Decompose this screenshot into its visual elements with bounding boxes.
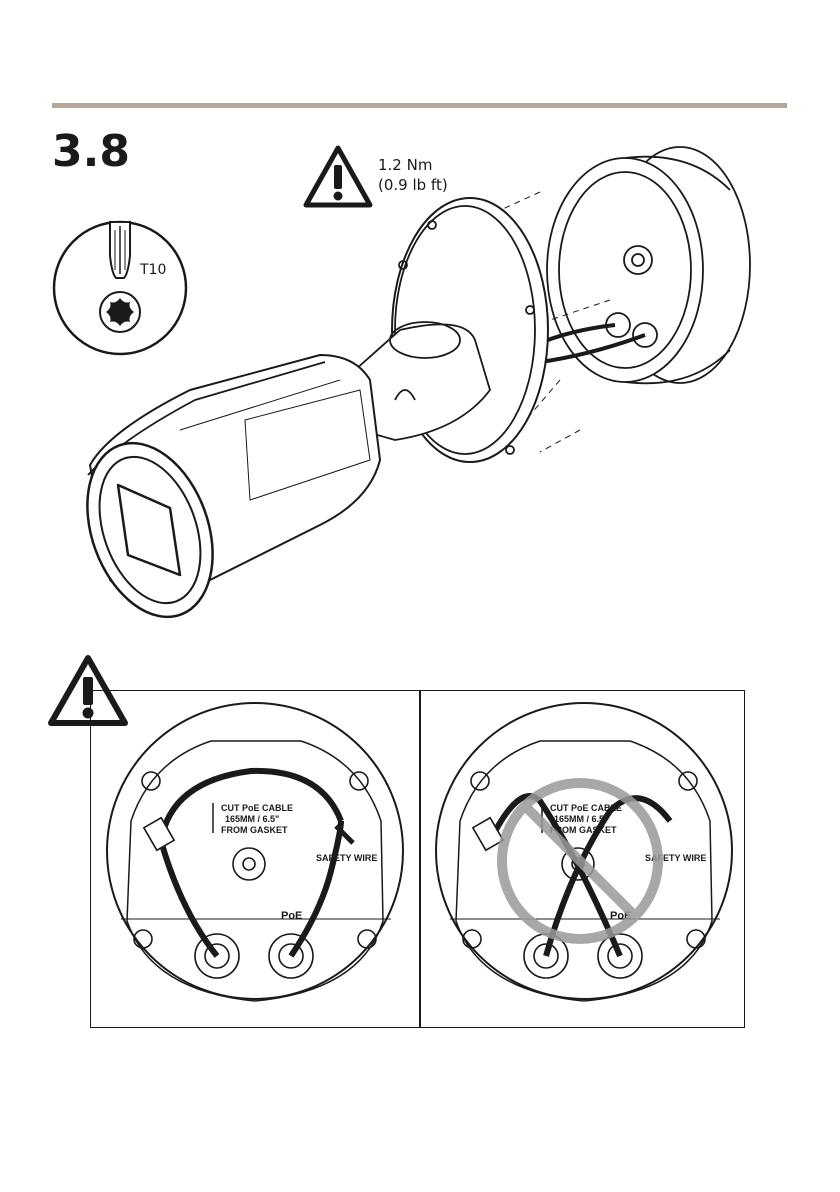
poe-label: PoE [281,910,302,922]
cut-cable-label-2: 165MM / 6.5" [554,814,608,824]
cut-cable-label-1: CUT PoE CABLE [221,803,293,813]
camera-assembly-illustration [70,130,760,630]
panel-incorrect-routing: CUT PoE CABLE 165MM / 6.5" FROM GASKET S… [420,691,747,1026]
panel-correct-routing: CUT PoE CABLE 165MM / 6.5" FROM GASKET S… [91,691,418,1026]
cut-cable-label-2: 165MM / 6.5" [225,814,279,824]
cut-cable-label-3: FROM GASKET [550,825,617,835]
safety-wire-label: SAFETY WIRE [316,853,377,863]
cable-routing-panels: CUT PoE CABLE 165MM / 6.5" FROM GASKET S… [90,690,745,1028]
header-rule [52,103,787,108]
cut-cable-label-1: CUT PoE CABLE [550,803,622,813]
cut-cable-label-3: FROM GASKET [221,825,288,835]
